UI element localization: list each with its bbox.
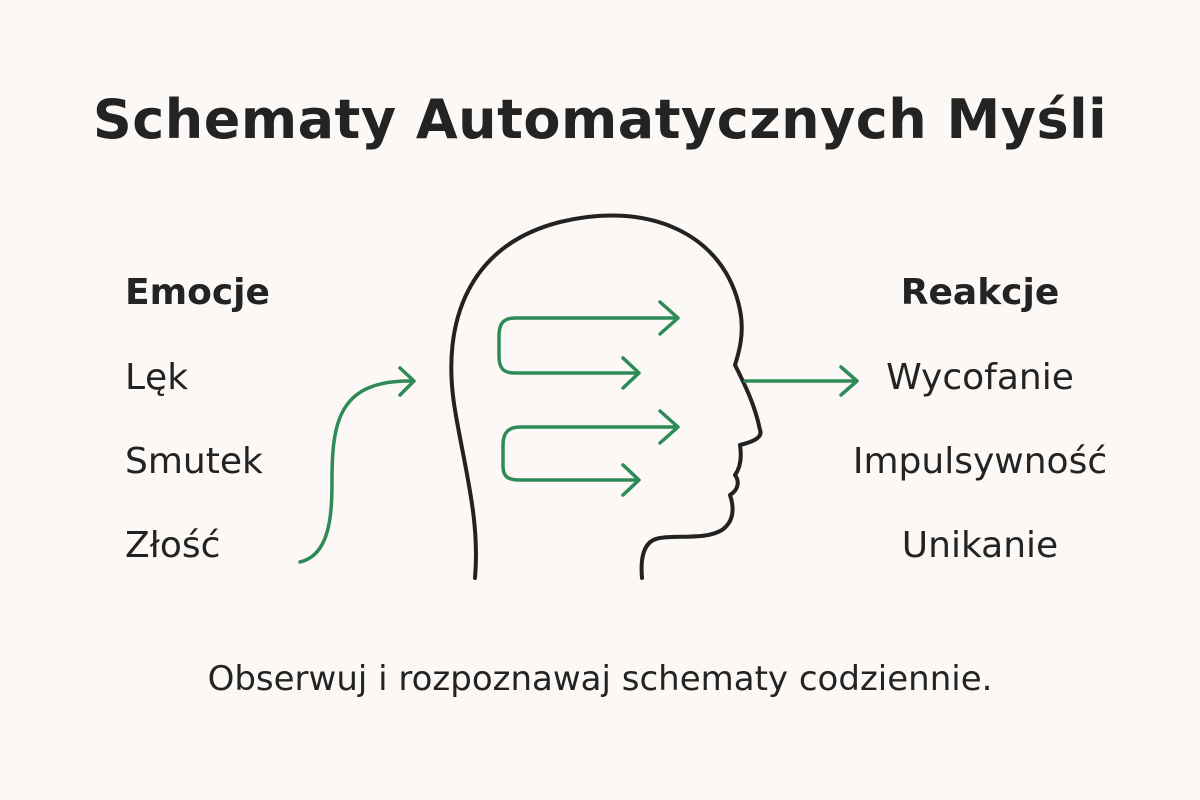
emotion-item: Złość: [125, 525, 221, 566]
footer-caption: Obserwuj i rozpoznawaj schematy codzienn…: [207, 659, 993, 699]
head-profile-icon: [449, 213, 763, 580]
reactions-heading: Reakcje: [900, 272, 1060, 313]
reaction-item: Wycofanie: [886, 357, 1074, 398]
emotion-item: Smutek: [125, 441, 263, 482]
incoming-arrow-icon: [298, 366, 416, 564]
page-title: Schematy Automatycznych Myśli: [92, 88, 1108, 151]
loop-arrows-icon: [497, 300, 680, 497]
reaction-item: Unikanie: [901, 525, 1059, 566]
emotions-heading: Emocje: [125, 272, 270, 313]
emotion-item: Lęk: [125, 357, 189, 398]
outgoing-arrow-icon: [743, 365, 859, 397]
reaction-item: Impulsywność: [852, 441, 1108, 482]
